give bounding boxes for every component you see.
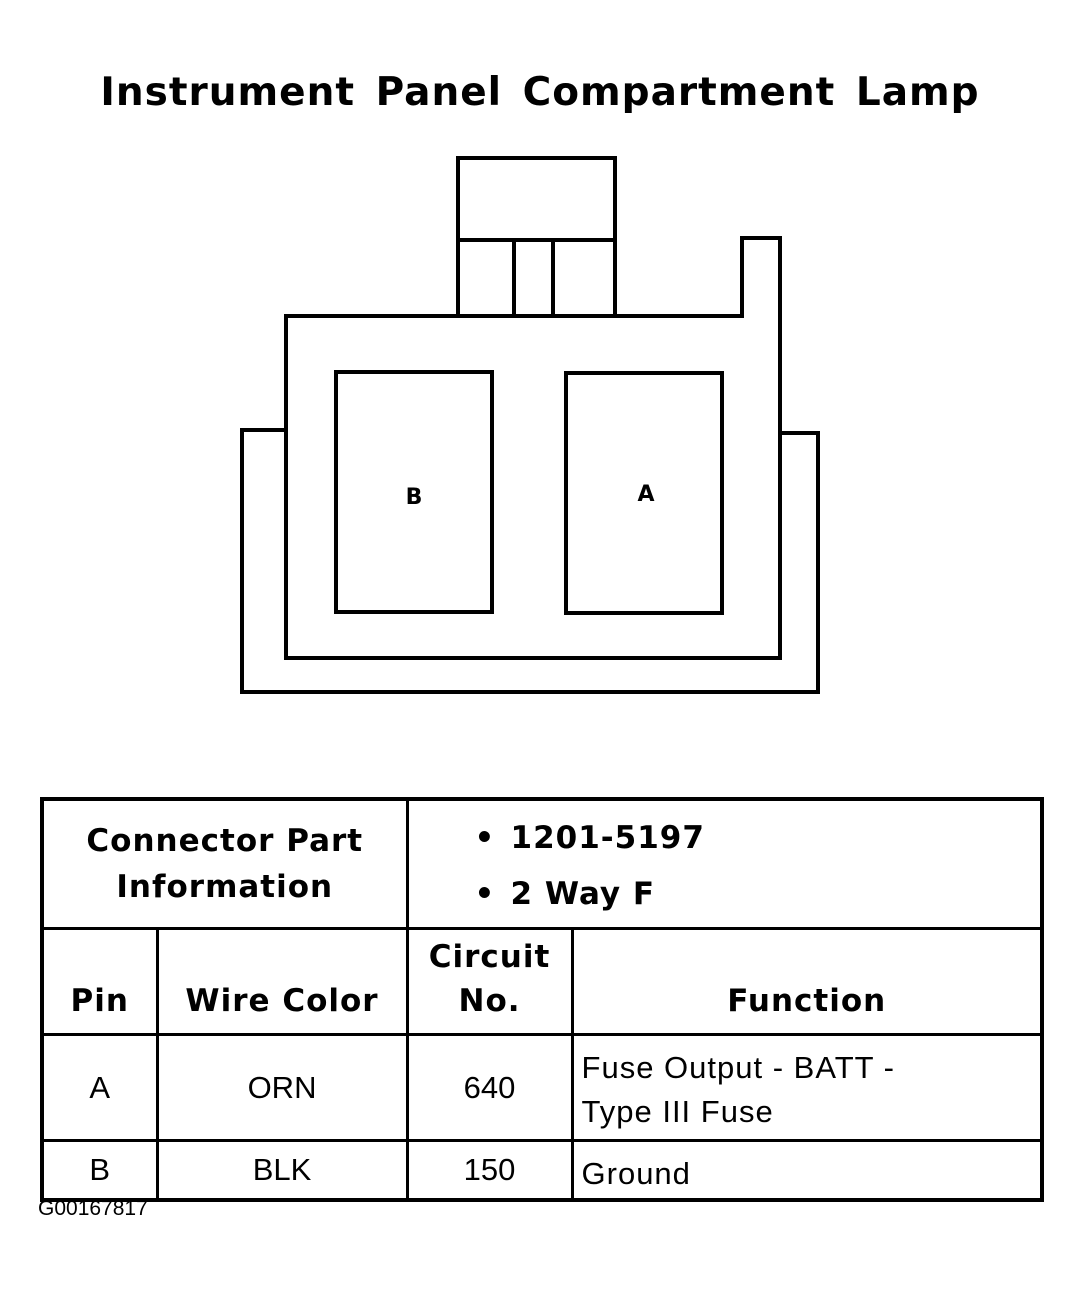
- circuit-cell: 150: [405, 1139, 574, 1201]
- column-header-row: Pin Wire Color Circuit No. Function: [40, 927, 1044, 1036]
- connector-housing: [284, 236, 782, 660]
- cavity-b-label: B: [406, 485, 423, 510]
- part-number: 1201-5197: [510, 820, 705, 856]
- part-info-label-line2: Information: [116, 869, 334, 905]
- function-line1: Ground: [581, 1156, 691, 1191]
- wire-color-cell: ORN: [155, 1033, 409, 1142]
- function-cell: Ground: [570, 1139, 1044, 1201]
- connector-type: 2 Way F: [510, 876, 656, 912]
- diagram-title: Instrument Panel Compartment Lamp: [100, 70, 980, 115]
- wire-color-cell: BLK: [155, 1139, 409, 1201]
- pin-cell: A: [40, 1033, 159, 1142]
- pin-header: Pin: [40, 927, 159, 1036]
- part-info-item: • 2 Way F: [475, 871, 1041, 927]
- part-info-row: Connector Part Information • 1201-5197 • 2…: [40, 797, 1044, 930]
- function-line1: Fuse Output - BATT -: [581, 1050, 895, 1085]
- part-info-label-line1: Connector Part: [86, 823, 364, 859]
- image-id: G00167817: [38, 1197, 148, 1220]
- cavity-a-label: A: [637, 482, 654, 507]
- function-header: Function: [570, 927, 1044, 1036]
- cavity-b: [334, 370, 494, 614]
- cavity-a: [564, 371, 724, 615]
- function-line2: Type III Fuse: [581, 1094, 774, 1129]
- wire-color-header: Wire Color: [155, 927, 409, 1036]
- bullet-icon: •: [474, 820, 496, 856]
- part-info-values-cell: • 1201-5197 • 2 Way F: [405, 797, 1044, 930]
- circuit-header-line1: Circuit: [428, 939, 551, 975]
- function-cell: Fuse Output - BATT - Type III Fuse: [570, 1033, 1044, 1142]
- table-row: B BLK 150 Ground: [40, 1139, 1044, 1201]
- locking-tab: [456, 156, 617, 242]
- table-row: A ORN 640 Fuse Output - BATT - Type III …: [40, 1033, 1044, 1142]
- connector-shroud: [240, 428, 820, 694]
- circuit-header: Circuit No.: [405, 927, 574, 1036]
- pin-cell: B: [40, 1139, 159, 1201]
- part-info-label-cell: Connector Part Information: [40, 797, 409, 930]
- circuit-header-line2: No.: [458, 983, 521, 1019]
- bullet-icon: •: [474, 876, 496, 912]
- connector-info-table: Connector Part Information • 1201-5197 • 2…: [40, 797, 1045, 1202]
- connector-face-drawing: B A: [240, 156, 820, 694]
- circuit-cell: 640: [405, 1033, 574, 1142]
- part-info-item: • 1201-5197: [475, 815, 1041, 871]
